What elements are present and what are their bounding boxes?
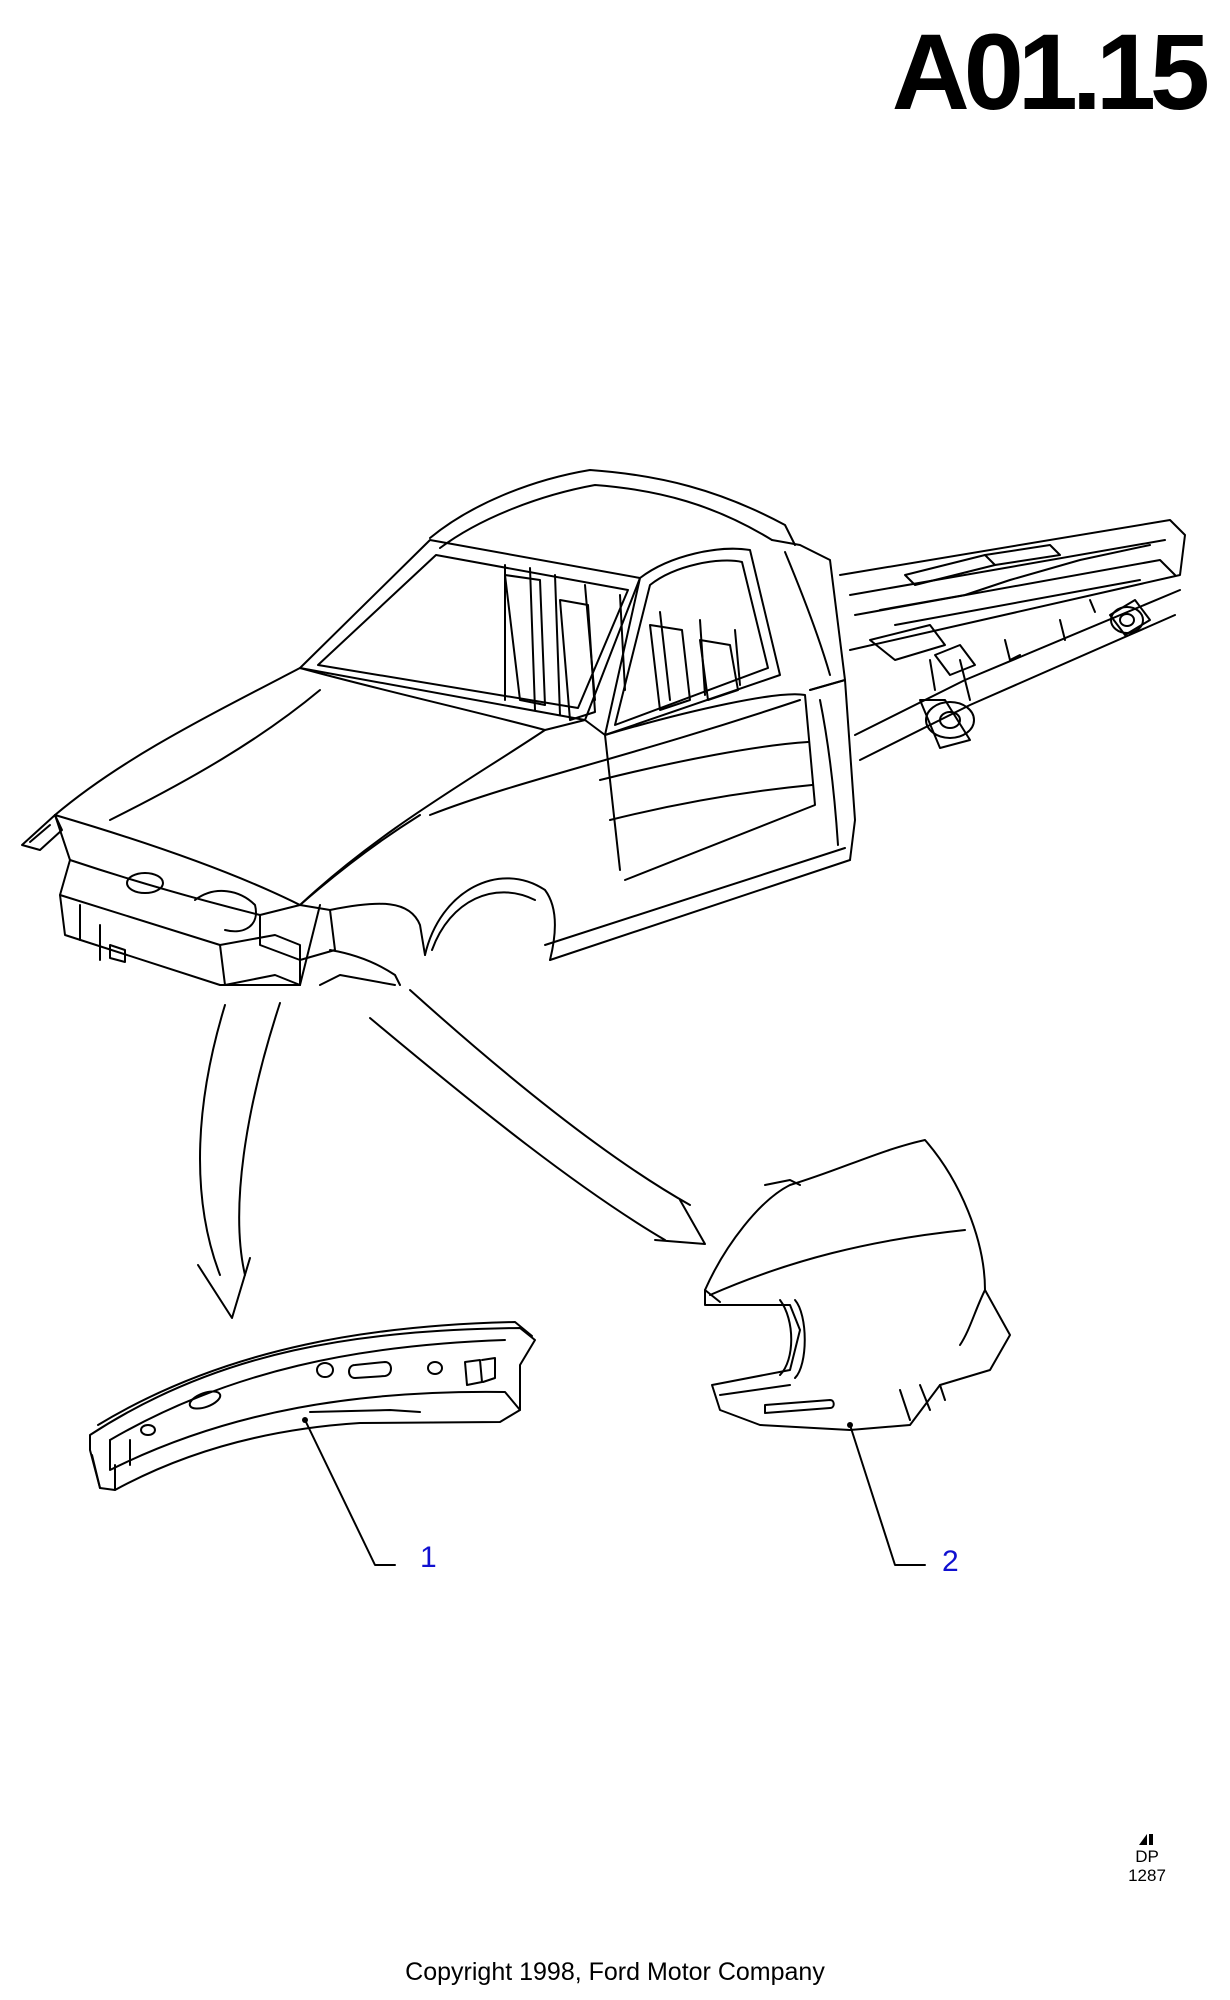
page-code: A01.15 xyxy=(891,11,1210,132)
chassis-frame xyxy=(839,519,1186,761)
dp-number: 1287 xyxy=(1128,1866,1166,1885)
leader-anchor-2 xyxy=(847,1422,853,1428)
callout-1[interactable]: 1 xyxy=(420,1541,437,1574)
vehicle-body-shell xyxy=(21,469,856,986)
copyright-notice: Copyright 1998, Ford Motor Company xyxy=(405,1958,825,1986)
leader-anchor-1 xyxy=(302,1417,308,1423)
dp-logo-icon xyxy=(1139,1834,1153,1845)
part-1-front-side-member xyxy=(89,1321,536,1491)
part-2-front-wing-panel xyxy=(704,1139,1011,1431)
callout-2[interactable]: 2 xyxy=(942,1545,959,1578)
dp-reference-mark: DP 1287 xyxy=(1120,1832,1174,1885)
exploded-view-arrows xyxy=(197,989,706,1319)
callout-leader-lines xyxy=(304,1419,926,1566)
dp-label: DP xyxy=(1135,1847,1159,1866)
